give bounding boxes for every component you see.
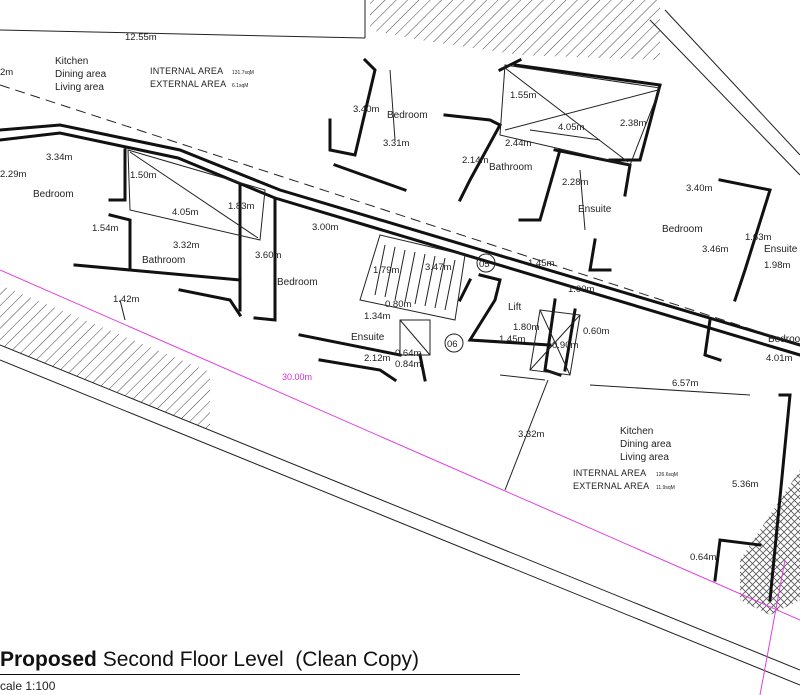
dim-6-57: 6.57m bbox=[672, 378, 698, 389]
lower-internal-area-label: INTERNAL AREA bbox=[573, 468, 646, 478]
scale-label: cale 1:100 bbox=[0, 679, 56, 693]
lower-room-line-1: Kitchen bbox=[620, 426, 653, 437]
dim-3-40-a: 3.40m bbox=[353, 104, 379, 115]
lower-external-area-label: EXTERNAL AREA bbox=[573, 481, 649, 491]
room-bedroom-4: Bedroom bbox=[662, 224, 703, 235]
paving-area bbox=[740, 470, 800, 615]
dim-0-90: 0.90m bbox=[552, 340, 578, 351]
dim-1-80: 1.80m bbox=[513, 322, 539, 333]
staircase bbox=[359, 234, 466, 356]
room-bathroom-2: Bathroom bbox=[142, 255, 185, 266]
room-bathroom-1: Bathroom bbox=[489, 162, 532, 173]
dim-4-01: 4.01m bbox=[766, 353, 792, 364]
title-bold-part: Proposed bbox=[0, 648, 97, 671]
room-lift: Lift bbox=[508, 302, 522, 313]
dim-1-55: 1.55m bbox=[510, 90, 536, 101]
reference-dashed-line bbox=[0, 84, 800, 346]
dim-1-79: 1.79m bbox=[373, 265, 399, 276]
room-bedroom-5: Bedroom bbox=[768, 334, 800, 345]
drawing-title: Proposed Second Floor Level (Clean Copy) bbox=[0, 648, 419, 672]
dim-3-34: 3.34m bbox=[46, 152, 72, 163]
dim-1-98: 1.98m bbox=[764, 260, 790, 271]
room-bedroom-1: Bedroom bbox=[387, 110, 428, 121]
room-bedroom-3: Bedroom bbox=[277, 277, 318, 288]
lower-room-line-3: Living area bbox=[620, 452, 669, 463]
dim-1-45-a: 1.45m bbox=[528, 258, 554, 269]
upper-room-line-2: Dining area bbox=[55, 69, 107, 80]
room-bedroom-2: Bedroom bbox=[33, 189, 74, 200]
dim-2-44: 2.44m bbox=[505, 138, 531, 149]
dim-0-80: 0.80m bbox=[385, 299, 411, 310]
room-ensuite-3: Ensuite bbox=[351, 332, 385, 343]
dim-1-63: 1.63m bbox=[745, 232, 771, 243]
walls bbox=[0, 57, 800, 602]
marker-05-circle bbox=[476, 253, 496, 273]
dim-2-14: 2.14m bbox=[462, 155, 488, 166]
dim-3-31: 3.31m bbox=[383, 138, 409, 149]
dim-2-28: 2.28m bbox=[562, 177, 588, 188]
dim-5-36: 5.36m bbox=[732, 479, 758, 490]
dim-4-05-a: 4.05m bbox=[558, 122, 584, 133]
dimension-labels: 12.55m 2m 3.40m 3.31m 1.55m 4.05m 2.38m … bbox=[0, 32, 792, 563]
lift-shaft bbox=[529, 309, 581, 376]
dim-2-38: 2.38m bbox=[620, 118, 646, 129]
upper-internal-area-value: 131.7sqM bbox=[232, 70, 254, 76]
dim-3-00: 3.00m bbox=[312, 222, 338, 233]
hatched-area-top bbox=[370, 0, 660, 60]
upper-external-area-value: 6.1sqM bbox=[232, 83, 248, 89]
dim-3-46: 3.46m bbox=[702, 244, 728, 255]
dim-0-60: 0.60m bbox=[583, 326, 609, 337]
dim-3-32-a: 3.32m bbox=[173, 240, 199, 251]
dim-12-55: 12.55m bbox=[125, 32, 157, 43]
marker-06-label: 06 bbox=[447, 339, 458, 350]
upper-room-line-1: Kitchen bbox=[55, 56, 88, 67]
upper-internal-area-label: INTERNAL AREA bbox=[150, 66, 223, 76]
dim-1-45-b: 1.45m bbox=[499, 334, 525, 345]
room-ensuite-1: Ensuite bbox=[578, 204, 612, 215]
title-block: Proposed Second Floor Level (Clean Copy)… bbox=[0, 646, 800, 695]
lower-room-line-2: Dining area bbox=[620, 439, 672, 450]
marker-06-circle bbox=[444, 333, 464, 353]
dim-3-32-b: 3.32m bbox=[518, 429, 544, 440]
hatched-area-left bbox=[0, 285, 210, 430]
dim-1-54: 1.54m bbox=[92, 223, 118, 234]
dim-3-40-b: 3.40m bbox=[686, 183, 712, 194]
dim-1-34: 1.34m bbox=[364, 311, 390, 322]
lower-unit-labels: Kitchen Dining area Living area INTERNAL… bbox=[573, 426, 678, 491]
lower-internal-area-value: 126.6sqM bbox=[656, 472, 678, 478]
title-underline bbox=[0, 674, 520, 675]
dim-1-83: 1.83m bbox=[228, 201, 254, 212]
dim-2: 2m bbox=[0, 67, 13, 78]
dim-4-05-b: 4.05m bbox=[172, 207, 198, 218]
dim-2-12: 2.12m bbox=[364, 353, 390, 364]
section-markers: 05 06 bbox=[444, 253, 496, 353]
room-names: Bedroom Bedroom Bedroom Bedroom Bedroom … bbox=[33, 110, 800, 345]
upper-room-line-3: Living area bbox=[55, 82, 104, 93]
dim-1-00: 1.00m bbox=[568, 284, 594, 295]
dimension-guides bbox=[119, 69, 751, 491]
dim-1-50: 1.50m bbox=[130, 170, 156, 181]
upper-external-area-label: EXTERNAL AREA bbox=[150, 79, 226, 89]
lower-external-area-value: 11.9sqM bbox=[656, 485, 675, 491]
fixture-diagonals bbox=[127, 64, 661, 241]
upper-unit-labels: Kitchen Dining area Living area INTERNAL… bbox=[55, 56, 254, 93]
title-rest: Second Floor Level (Clean Copy) bbox=[96, 648, 420, 671]
dim-3-60: 3.60m bbox=[255, 250, 281, 261]
marker-05-label: 05 bbox=[479, 259, 490, 270]
dim-1-42: 1.42m bbox=[113, 294, 139, 305]
dim-30-00: 30.00m bbox=[282, 372, 312, 382]
dim-0-64-b: 0.64m bbox=[690, 552, 716, 563]
dim-0-84: 0.84m bbox=[395, 359, 421, 370]
room-ensuite-2: Ensuite bbox=[764, 244, 798, 255]
overall-dimension-line bbox=[0, 269, 800, 695]
dim-3-47: 3.47m bbox=[425, 262, 451, 273]
dim-2-29: 2.29m bbox=[0, 169, 26, 180]
dim-0-64-a: 0.64m bbox=[395, 348, 421, 359]
